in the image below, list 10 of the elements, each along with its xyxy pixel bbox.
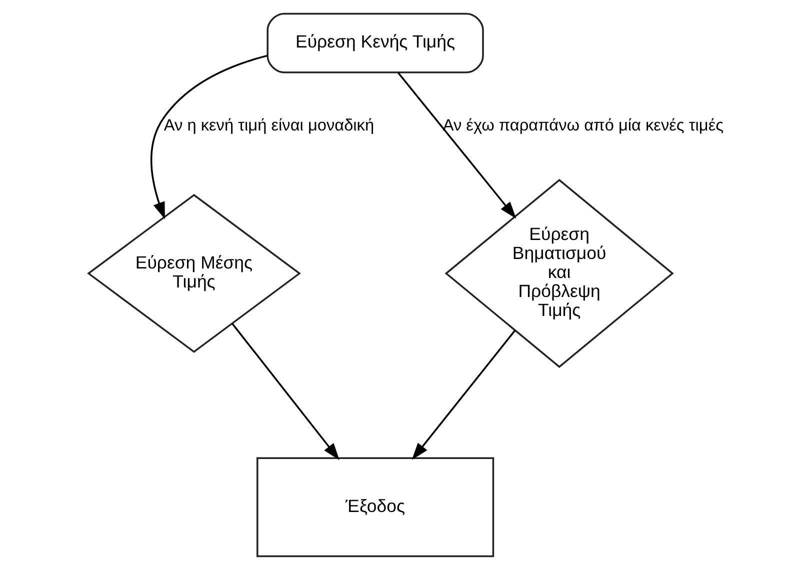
arrow [398,72,516,219]
node-box: Έξοδος [256,457,494,558]
arrow [232,323,340,460]
node-diamond: Εύρεση Βηματισμού και Πρόβλεψη Τιμής [444,178,674,368]
node-box: Εύρεση Κενής Τιμής [266,12,484,74]
edge-label: Αν έχω παραπάνω από μία κενές τιμές [442,116,724,134]
arrow [150,54,268,220]
node-diamond: Εύρεση Μέσης Τιμής [87,194,301,353]
edge-label: Αν η κενή τιμή είναι μοναδική [164,116,374,134]
arrow [412,330,516,460]
